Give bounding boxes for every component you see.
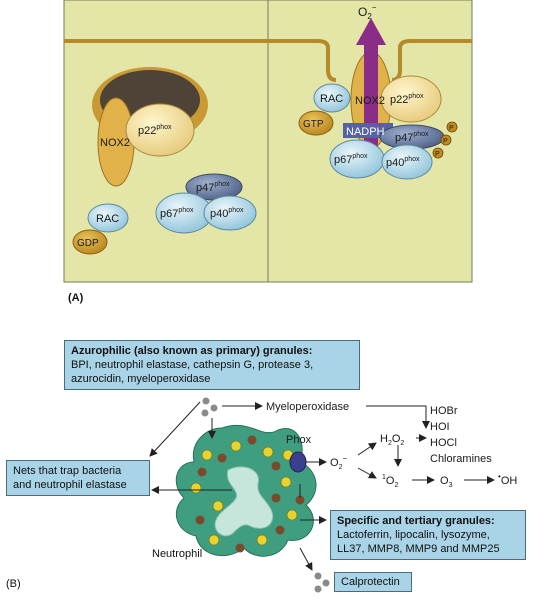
azurophilic-title: Azurophilic (also known as primary) gran…: [71, 345, 313, 357]
p40-right: [381, 144, 433, 180]
granule-brown: [295, 495, 305, 505]
label-gdp: GDP: [77, 238, 99, 249]
phospho-1: [446, 121, 458, 133]
label-hydroxyl: •OH: [498, 472, 517, 487]
release-dot: [201, 409, 209, 417]
label-singlet-oxygen: 1O2: [382, 474, 398, 489]
granule-yellow: [286, 509, 298, 521]
membrane-right-1: [268, 39, 337, 82]
label-p47-right: p47phox: [395, 131, 429, 144]
granule-yellow: [256, 534, 268, 546]
label-phospho-3: P: [435, 151, 440, 158]
granule-brown: [271, 461, 281, 471]
panel-a-label: (A): [68, 292, 84, 304]
label-product-1: HOBr: [430, 405, 458, 417]
granules: [190, 435, 305, 553]
label-p22-right: p22phox: [390, 93, 424, 106]
specific-granules-box: Specific and tertiary granules: Lactofer…: [330, 510, 526, 560]
label-nadph: NADPH: [346, 126, 385, 138]
azurophilic-box: Azurophilic (also known as primary) gran…: [64, 340, 360, 390]
active-complex: [298, 18, 458, 180]
granule-brown: [271, 493, 281, 503]
nets-line-1: Nets that trap bacteria: [13, 465, 122, 477]
label-product-4: Chloramines: [430, 453, 492, 465]
calprotectin-label: Calprotectin: [341, 576, 400, 588]
label-nox2-right: NOX2: [355, 95, 385, 107]
granule-yellow: [280, 476, 292, 488]
specific-line-1: Lactoferrin, lipocalin, lysozyme,: [337, 529, 490, 541]
label-phospho-2: P: [443, 138, 448, 145]
panel-a: NOX2 p22phox RAC GDP p47phox p67phox p40…: [63, 0, 473, 283]
label-phospho-1: P: [449, 125, 454, 132]
label-product-3: HOCl: [430, 437, 457, 449]
granule-yellow: [208, 534, 220, 546]
gdp: [72, 229, 108, 255]
label-rac-right: RAC: [320, 93, 343, 105]
phox-complex: [289, 451, 307, 473]
label-nox2-left: NOX2: [100, 137, 130, 149]
arrow-to-calprotectin: [299, 547, 313, 571]
label-p67-right: p67phox: [334, 153, 368, 166]
calprotectin-box: Calprotectin: [334, 572, 412, 592]
arrows: [149, 401, 495, 571]
granule-yellow: [262, 446, 274, 458]
granule-yellow: [230, 440, 242, 452]
release-dot: [202, 397, 210, 405]
panel-b-label: (B): [6, 578, 21, 590]
label-h2o2: H2O2: [380, 433, 404, 447]
label-myeloperoxidase: Myeloperoxidase: [266, 401, 349, 413]
label-p40-right: p40phox: [386, 156, 420, 169]
nucleus: [214, 466, 274, 537]
azurophilic-line-2: azurocidin, myeloperoxidase: [71, 373, 211, 385]
calprotectin-dot: [322, 579, 330, 587]
granule-brown: [247, 435, 257, 445]
release-dot: [210, 404, 218, 412]
label-ozone: O3: [440, 475, 453, 489]
phospho-3: [432, 147, 444, 159]
label-phox: Phox: [286, 434, 312, 446]
rac-left: [87, 203, 129, 233]
label-p67-left: p67phox: [160, 207, 194, 220]
specific-line-2: LL37, MMP8, MMP9 and MMP25: [337, 543, 500, 555]
label-p47-left: p47phox: [196, 181, 230, 194]
panel-b: Myeloperoxidase HOBr HOI HOCl Chloramine…: [149, 397, 517, 593]
calprotectin-dot: [314, 572, 322, 580]
p40-left: [203, 195, 257, 231]
p22-right: [380, 75, 442, 123]
label-rac-left: RAC: [96, 213, 119, 225]
granule-yellow: [201, 449, 213, 461]
label-superoxide-top: O2−: [358, 3, 377, 21]
arrow-to-nets: [149, 401, 201, 457]
label-product-2: HOI: [430, 421, 450, 433]
phospho-2: [440, 134, 452, 146]
granule-brown: [217, 453, 227, 463]
neutrophil-label: Neutrophil: [152, 548, 203, 560]
granule-yellow: [212, 500, 224, 512]
label-o2-minus: O2−: [330, 454, 347, 471]
p22-left: [125, 103, 195, 157]
label-gtp: GTP: [303, 119, 324, 130]
arrow-o2-to-singlet: [357, 467, 377, 479]
label-p22-left: p22phox: [138, 124, 172, 137]
gtp: [298, 110, 334, 136]
granule-yellow: [190, 482, 202, 494]
arrow-o2-to-h2o2: [357, 442, 377, 456]
granule-brown: [235, 543, 245, 553]
nets-box: Nets that trap bacteria and neutrophil e…: [6, 460, 150, 496]
superoxide-arrow: [356, 18, 386, 150]
rac-right: [313, 83, 351, 113]
calprotectin-dot: [314, 585, 322, 593]
resting-complex: [72, 67, 257, 255]
label-p40-left: p40phox: [210, 207, 244, 220]
specific-title: Specific and tertiary granules:: [337, 515, 495, 527]
arrow-to-products: [366, 405, 430, 429]
nets-line-2: and neutrophil elastase: [13, 479, 127, 491]
granule-brown: [195, 515, 205, 525]
azurophilic-line-1: BPI, neutrophil elastase, cathepsin G, p…: [71, 359, 314, 371]
granule-brown: [197, 467, 207, 477]
granule-brown: [275, 525, 285, 535]
